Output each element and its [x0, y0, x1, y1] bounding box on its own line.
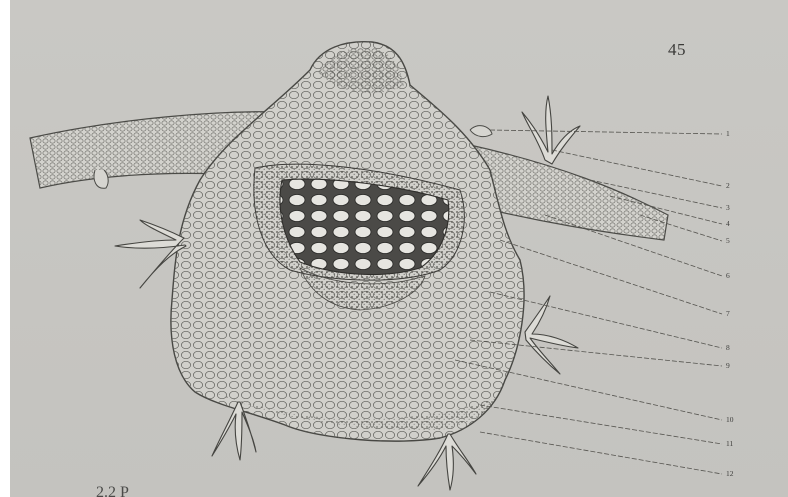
- label-11: 11: [726, 439, 733, 448]
- label-4: 4: [726, 219, 730, 228]
- label-9: 9: [726, 361, 730, 370]
- label-1: 1: [726, 129, 730, 138]
- label-12: 12: [726, 469, 734, 478]
- label-7: 7: [726, 309, 730, 318]
- label-5: 5: [726, 236, 730, 245]
- label-8: 8: [726, 343, 730, 352]
- label-3: 3: [726, 203, 730, 212]
- figure-caption: 2.2 Р: [96, 484, 129, 497]
- label-10: 10: [726, 415, 734, 424]
- label-numbers: 1 2 3 4 5 6 7 8 9 10 11 12: [726, 129, 734, 478]
- label-2: 2: [726, 181, 730, 190]
- label-6: 6: [726, 271, 730, 280]
